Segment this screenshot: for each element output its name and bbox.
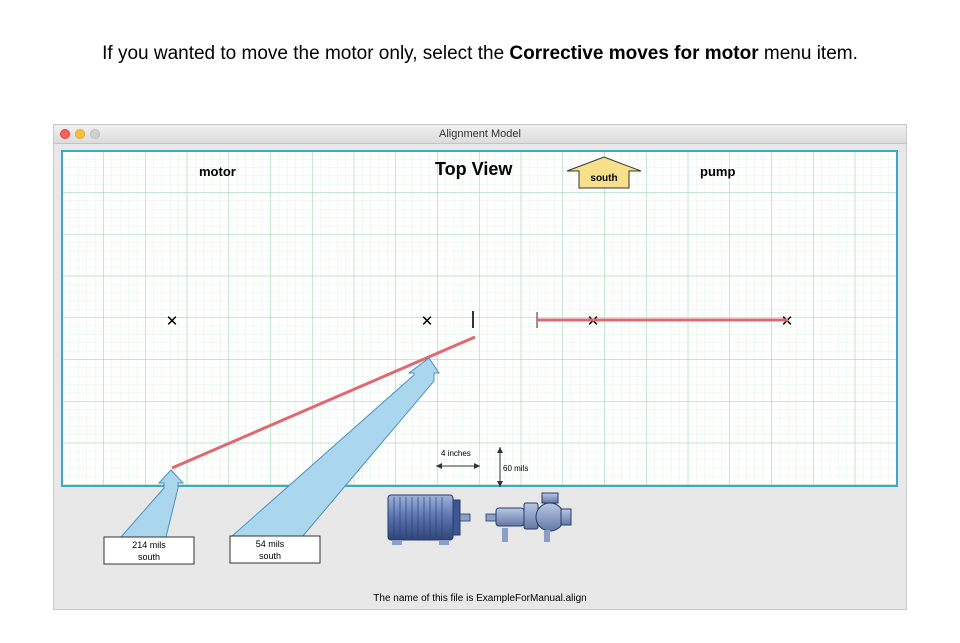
alignment-drawing: motor Top View pump south ✕ ✕ ✕ ✕ 214 mi…: [61, 150, 898, 565]
direction-label: south: [590, 173, 617, 184]
app-window: Alignment Model motor To: [53, 124, 907, 610]
callout-box-214: 214 mils south: [103, 536, 195, 565]
close-icon[interactable]: [60, 129, 70, 139]
instruction-prefix: If you wanted to move the motor only, se…: [102, 43, 510, 64]
vertical-scale: 60 mils: [497, 447, 528, 487]
horizontal-scale: 4 inches: [436, 449, 480, 469]
grid-frame: [61, 150, 898, 487]
callout-direction: south: [138, 552, 160, 562]
x-mark-icon: ✕: [421, 313, 434, 330]
callout-mils: 214 mils: [132, 540, 166, 550]
callout-direction: south: [259, 551, 281, 561]
callout-arrow-motor-end: [119, 469, 185, 538]
instruction-suffix: menu item.: [758, 43, 858, 64]
callout-mils: 54 mils: [256, 539, 285, 549]
motor-label: motor: [199, 164, 236, 179]
scale-vertical-label: 60 mils: [503, 464, 528, 473]
pump-label: pump: [700, 164, 735, 179]
scale-horizontal-label: 4 inches: [441, 449, 471, 458]
motor-image: [387, 494, 471, 545]
instruction-bold: Corrective moves for motor: [509, 43, 759, 64]
window-title: Alignment Model: [439, 128, 521, 140]
maximize-icon[interactable]: [90, 129, 100, 139]
x-mark-icon: ✕: [166, 313, 179, 330]
instruction-text: If you wanted to move the motor only, se…: [0, 43, 960, 65]
south-direction-arrow: south: [566, 156, 642, 189]
view-title: Top View: [435, 159, 513, 179]
callout-box-54: 54 mils south: [229, 535, 321, 564]
pump-image: [485, 492, 572, 542]
status-filename: The name of this file is ExampleForManua…: [373, 593, 587, 604]
callout-arrow-coupling: [229, 357, 440, 538]
title-bar[interactable]: Alignment Model: [54, 125, 906, 144]
motor-shaft-line: [171, 335, 476, 470]
minimize-icon[interactable]: [75, 129, 85, 139]
